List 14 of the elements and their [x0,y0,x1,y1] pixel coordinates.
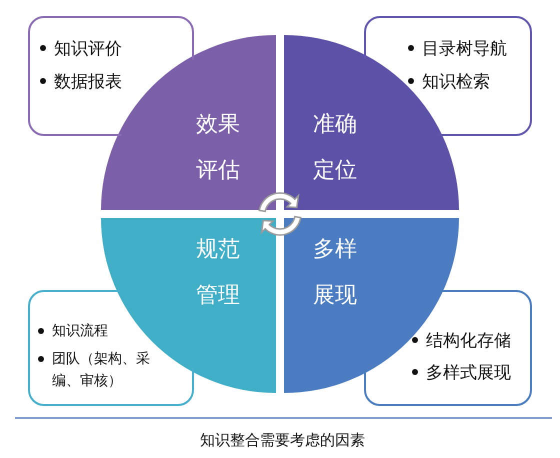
segment-label: 多样展现 [312,236,358,310]
list-item-text: 多样式展现 [426,362,511,385]
list-item-text: 知识评价 [54,38,122,61]
list-item-text: 数据报表 [54,71,122,94]
caption: 知识整合需要考虑的因素 [200,431,365,450]
segment-label: 规范管理 [195,236,242,310]
list-item-text: 知识流程 [52,322,108,341]
list-item-text: 目录树导航 [422,38,507,61]
list-item-text: 团队（架构、采编、审核） [52,350,150,392]
list-item-text: 知识检索 [422,71,490,94]
list-item-text: 结构化存储 [426,330,511,353]
quarter-circle-segment [284,218,459,393]
segment-label: 准确定位 [312,111,358,186]
segment-label: 效果评估 [195,111,242,186]
